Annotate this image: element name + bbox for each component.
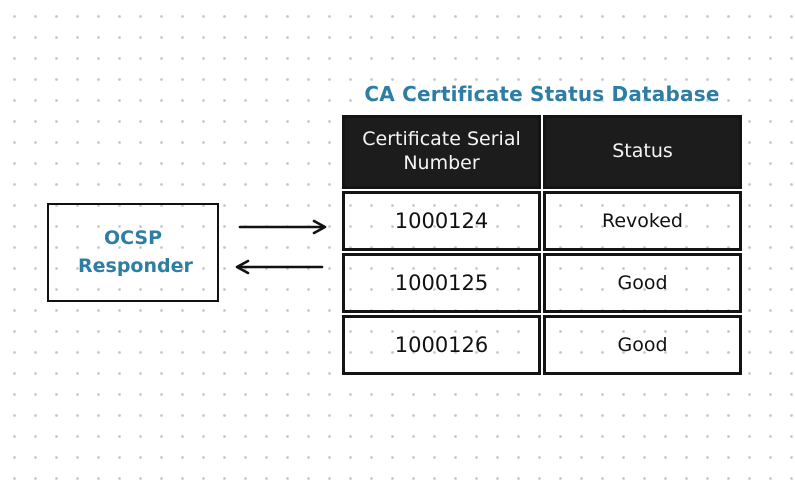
request-response-arrows [235, 219, 327, 275]
database-title: CA Certificate Status Database [364, 82, 720, 106]
status-cell: Good [543, 253, 742, 313]
table-row: 1000125 Good [342, 253, 742, 313]
response-arrow-icon [235, 259, 324, 275]
status-cell: Good [543, 315, 742, 375]
column-header-status: Status [543, 115, 742, 189]
ocsp-responder-box: OCSP Responder [47, 203, 219, 302]
table-header-row: Certificate Serial Number Status [342, 115, 742, 189]
serial-number-cell: 1000124 [342, 191, 541, 251]
table-row: 1000124 Revoked [342, 191, 742, 251]
table-row: 1000126 Good [342, 315, 742, 375]
serial-number-cell: 1000126 [342, 315, 541, 375]
serial-number-cell: 1000125 [342, 253, 541, 313]
ocsp-responder-label: OCSP Responder [78, 226, 193, 277]
request-arrow-icon [238, 219, 327, 235]
certificate-status-table: Certificate Serial Number Status 1000124… [340, 113, 744, 377]
status-cell: Revoked [543, 191, 742, 251]
column-header-serial-number: Certificate Serial Number [342, 115, 541, 189]
